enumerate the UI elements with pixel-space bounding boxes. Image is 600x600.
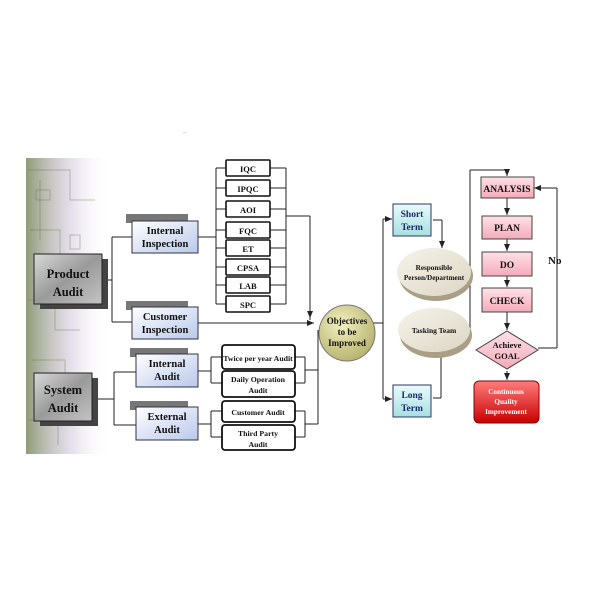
system-audit-label-line1: System — [44, 383, 83, 397]
third-party-label-line1: Third Party — [238, 429, 278, 438]
responsible-line1: Responsible — [416, 264, 453, 272]
inspection-item: SPC — [225, 295, 271, 313]
inspection-items: IQC IPQC AOI FQC ET CPSA LAB SPC — [225, 159, 271, 313]
long-term-box: Long Term — [392, 384, 432, 418]
short-term-line1: Short — [401, 210, 425, 220]
analysis-box: ANALYSIS — [480, 176, 535, 199]
inspection-item-label: IPQC — [237, 184, 258, 194]
objectives-line3: Improved — [328, 338, 366, 348]
inspection-item-label: ET — [242, 244, 254, 254]
achieve-goal-diamond: Achieve GOAL — [475, 330, 539, 370]
customer-inspection-box: Customer Inspection — [126, 301, 199, 340]
continuous-improvement-box: Continuous Quality Improvement — [473, 380, 540, 424]
long-term-line1: Long — [401, 391, 422, 401]
third-party-label-line2: Audit — [248, 440, 267, 449]
external-audit-line1: External — [147, 412, 186, 423]
inspection-item-label: CPSA — [237, 263, 260, 273]
third-party-audit-box: Third Party Audit — [221, 424, 296, 451]
plan-box: PLAN — [481, 215, 533, 240]
tasking-team-disk: Tasking Team — [398, 308, 472, 358]
plan-label: PLAN — [494, 224, 520, 234]
achieve-goal-line2: GOAL — [494, 351, 519, 361]
short-term-line2: Term — [401, 223, 423, 233]
inspection-item-label: FQC — [239, 226, 257, 236]
inspection-item: IQC — [225, 159, 271, 177]
stray-mark: – — [182, 130, 187, 136]
system-audit-label-line2: Audit — [48, 401, 79, 415]
long-term-line2: Term — [401, 404, 423, 414]
do-label: DO — [500, 261, 514, 271]
continuous-line2: Quality — [494, 398, 518, 406]
responsible-person-disk: Responsible Person/Department — [397, 248, 473, 301]
connectors — [96, 167, 558, 438]
inspection-item-label: SPC — [240, 300, 256, 310]
check-label: CHECK — [490, 297, 525, 307]
objectives-circle: Objectives to be Improved — [318, 304, 376, 362]
objectives-line1: Objectives — [327, 316, 368, 326]
objectives-line2: to be — [338, 327, 357, 337]
no-loop-label: No — [548, 255, 562, 267]
continuous-line3: Improvement — [485, 408, 527, 416]
external-audit-box: External Audit — [130, 401, 199, 441]
inspection-item: CPSA — [225, 258, 271, 276]
short-term-box: Short Term — [392, 203, 432, 237]
customer-inspection-line1: Customer — [143, 312, 188, 323]
internal-audit-line2: Audit — [154, 372, 180, 383]
inspection-item: ET — [225, 239, 271, 257]
twice-per-year-audit-box: Twice per year Audit — [221, 344, 296, 370]
tasking-team-label: Tasking Team — [412, 326, 457, 335]
inspection-item-label: LAB — [239, 281, 257, 291]
system-audit-box: System Audit — [33, 372, 98, 426]
inspection-item: AOI — [225, 200, 271, 218]
inspection-item: IPQC — [225, 179, 271, 197]
twice-per-year-label: Twice per year Audit — [223, 354, 293, 363]
customer-inspection-line2: Inspection — [142, 325, 189, 336]
internal-inspection-line1: Internal — [147, 226, 184, 237]
inspection-item-label: IQC — [240, 164, 256, 174]
do-box: DO — [481, 251, 533, 277]
daily-operation-audit-box: Daily Operation Audit — [221, 370, 296, 398]
inspection-item: FQC — [225, 221, 271, 239]
analysis-label: ANALYSIS — [483, 185, 530, 195]
inspection-item-label: AOI — [240, 205, 257, 215]
daily-operation-label-line2: Audit — [248, 386, 267, 395]
inspection-item-ticks — [216, 167, 286, 305]
internal-audit-box: Internal Audit — [130, 348, 199, 388]
product-audit-box: Product Audit — [33, 253, 108, 309]
product-audit-label-line2: Audit — [53, 285, 84, 299]
customer-audit-box: Customer Audit — [221, 400, 296, 423]
internal-inspection-box: Internal Inspection — [126, 214, 199, 254]
internal-inspection-line2: Inspection — [142, 239, 189, 250]
achieve-goal-line1: Achieve — [493, 340, 522, 350]
continuous-line1: Continuous — [488, 388, 524, 396]
inspection-item: LAB — [225, 276, 271, 294]
product-audit-label-line1: Product — [47, 267, 91, 281]
external-audit-line2: Audit — [154, 425, 180, 436]
check-box: CHECK — [481, 287, 533, 313]
customer-audit-label: Customer Audit — [231, 408, 285, 417]
responsible-line2: Person/Department — [404, 274, 465, 282]
daily-operation-label-line1: Daily Operation — [231, 375, 286, 384]
internal-audit-line1: Internal — [149, 359, 186, 370]
